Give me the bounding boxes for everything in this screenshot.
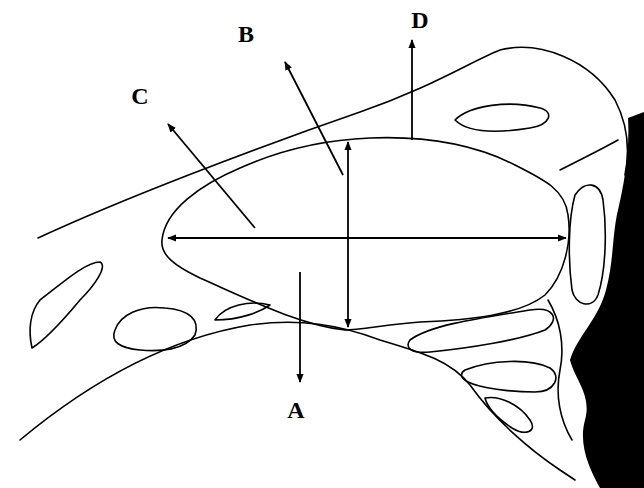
bone-fragment	[462, 361, 556, 392]
callout-letter: B	[238, 22, 254, 46]
callout-letter: C	[131, 84, 148, 108]
bone-fragment	[455, 104, 549, 131]
direction-arrow	[299, 272, 301, 382]
direction-arrow	[411, 40, 413, 140]
bone-fragment	[114, 307, 197, 350]
callout-letter: D	[411, 8, 428, 32]
bone-fragment	[569, 185, 605, 304]
direction-arrow	[168, 124, 255, 228]
length-dimension	[168, 237, 566, 239]
bone-fragment	[485, 397, 532, 432]
dark-region	[570, 112, 644, 488]
bone-fragment	[408, 309, 553, 352]
bone-fragment	[215, 303, 270, 320]
lower-contour	[20, 322, 575, 480]
callout-letter: A	[287, 398, 304, 422]
sinus-cavity	[162, 138, 569, 330]
upper-contour	[38, 47, 628, 238]
posterior-wall	[560, 140, 618, 170]
bone-fragment	[30, 262, 102, 348]
direction-arrow	[285, 62, 343, 175]
height-dimension	[347, 142, 349, 327]
posterior-wall	[548, 300, 572, 440]
